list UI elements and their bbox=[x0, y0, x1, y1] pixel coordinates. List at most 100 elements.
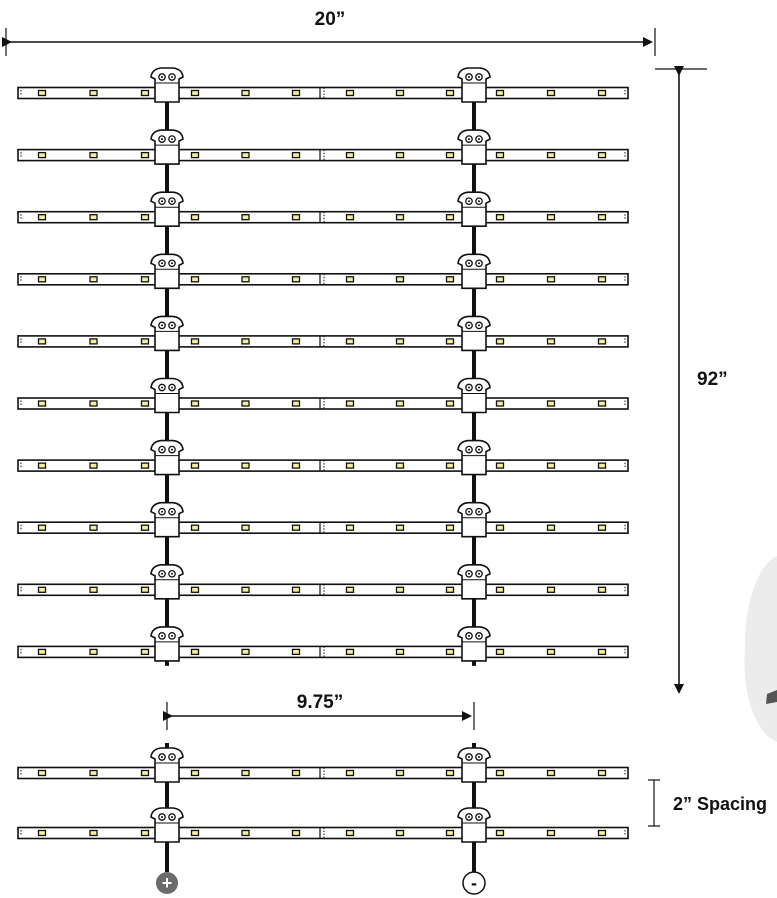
led-chip bbox=[140, 524, 150, 531]
led-chip bbox=[395, 524, 405, 531]
led-chip bbox=[291, 769, 301, 777]
led-chip bbox=[345, 400, 355, 407]
led-chip bbox=[140, 586, 150, 593]
led-chip bbox=[597, 829, 607, 837]
positive-connector bbox=[150, 807, 184, 843]
led-strip-row bbox=[17, 564, 629, 600]
led-chip bbox=[597, 276, 607, 283]
negative-connector bbox=[457, 191, 491, 227]
led-chip bbox=[241, 89, 250, 97]
led-chip bbox=[597, 586, 607, 593]
led-chip bbox=[241, 829, 250, 837]
led-chip bbox=[345, 524, 355, 531]
led-chip bbox=[395, 648, 405, 656]
led-chip bbox=[241, 276, 250, 283]
led-chip bbox=[597, 648, 607, 656]
led-chip bbox=[445, 769, 455, 777]
led-chip bbox=[445, 151, 455, 159]
strip-body bbox=[17, 272, 629, 286]
width-label: 20” bbox=[315, 9, 346, 30]
negative-connector bbox=[457, 315, 491, 352]
positive-connector bbox=[150, 191, 184, 227]
strip-body bbox=[17, 766, 629, 780]
led-chip bbox=[241, 151, 250, 159]
led-strip-row bbox=[17, 807, 629, 843]
led-chip bbox=[37, 338, 47, 345]
led-chip bbox=[395, 276, 405, 283]
led-chip bbox=[445, 89, 455, 97]
led-chip bbox=[495, 214, 505, 221]
led-chip bbox=[395, 338, 405, 345]
led-chip bbox=[37, 151, 47, 159]
led-chip bbox=[241, 338, 250, 345]
led-chip bbox=[345, 648, 355, 656]
led-chip bbox=[89, 524, 98, 531]
cropped-photo-edge bbox=[744, 556, 777, 742]
led-strip-row bbox=[17, 315, 629, 352]
led-chip bbox=[546, 586, 556, 593]
negative-terminal-symbol: - bbox=[471, 873, 477, 893]
led-chip bbox=[190, 89, 200, 97]
led-chip bbox=[546, 524, 556, 531]
led-chip bbox=[140, 829, 150, 837]
led-chip bbox=[140, 89, 150, 97]
led-chip bbox=[345, 214, 355, 221]
led-chip bbox=[241, 462, 250, 469]
led-chip bbox=[291, 462, 301, 469]
led-chip bbox=[37, 214, 47, 221]
led-chip bbox=[89, 462, 98, 469]
led-chip bbox=[445, 338, 455, 345]
positive-connector bbox=[150, 439, 184, 476]
led-chip bbox=[241, 400, 250, 407]
led-chip bbox=[89, 276, 98, 283]
led-chip bbox=[190, 648, 200, 656]
negative-connector bbox=[457, 253, 491, 290]
wires bbox=[165, 93, 476, 872]
strip-body bbox=[17, 86, 629, 100]
led-chip bbox=[190, 829, 200, 837]
led-chip bbox=[597, 400, 607, 407]
led-chip bbox=[140, 214, 150, 221]
led-chip bbox=[190, 276, 200, 283]
positive-terminal-symbol: + bbox=[162, 873, 173, 893]
negative-connector bbox=[457, 377, 491, 414]
led-chip bbox=[345, 829, 355, 837]
led-chip bbox=[37, 829, 47, 837]
positive-connector bbox=[150, 501, 184, 538]
led-chip bbox=[345, 89, 355, 97]
led-chip bbox=[190, 462, 200, 469]
led-chip bbox=[140, 338, 150, 345]
led-strip-row bbox=[17, 191, 629, 227]
wire-spacing-dimension: 9.75” bbox=[163, 692, 475, 730]
led-chip bbox=[546, 829, 556, 837]
led-chip bbox=[190, 214, 200, 221]
led-chip bbox=[495, 524, 505, 531]
led-chip bbox=[495, 89, 505, 97]
led-chip bbox=[241, 586, 250, 593]
led-chip bbox=[89, 151, 98, 159]
strip-body bbox=[17, 459, 629, 472]
led-chip bbox=[291, 829, 301, 837]
led-chip bbox=[89, 338, 98, 345]
led-chip bbox=[445, 524, 455, 531]
led-chip bbox=[495, 276, 505, 283]
led-strip-row bbox=[17, 253, 629, 290]
led-chip bbox=[291, 648, 301, 656]
led-chip bbox=[445, 214, 455, 221]
led-chip bbox=[495, 769, 505, 777]
led-chip bbox=[597, 524, 607, 531]
led-chip bbox=[291, 524, 301, 531]
led-chip bbox=[597, 462, 607, 469]
negative-terminal: - bbox=[462, 871, 486, 895]
negative-connector bbox=[457, 626, 491, 662]
led-chip bbox=[495, 462, 505, 469]
led-chip bbox=[89, 648, 98, 656]
led-chip bbox=[37, 648, 47, 656]
led-chip bbox=[291, 89, 301, 97]
positive-terminal: + bbox=[156, 872, 178, 894]
led-chip bbox=[190, 151, 200, 159]
led-chip bbox=[445, 586, 455, 593]
positive-connector bbox=[150, 747, 184, 783]
led-chip bbox=[597, 338, 607, 345]
led-chip bbox=[140, 400, 150, 407]
